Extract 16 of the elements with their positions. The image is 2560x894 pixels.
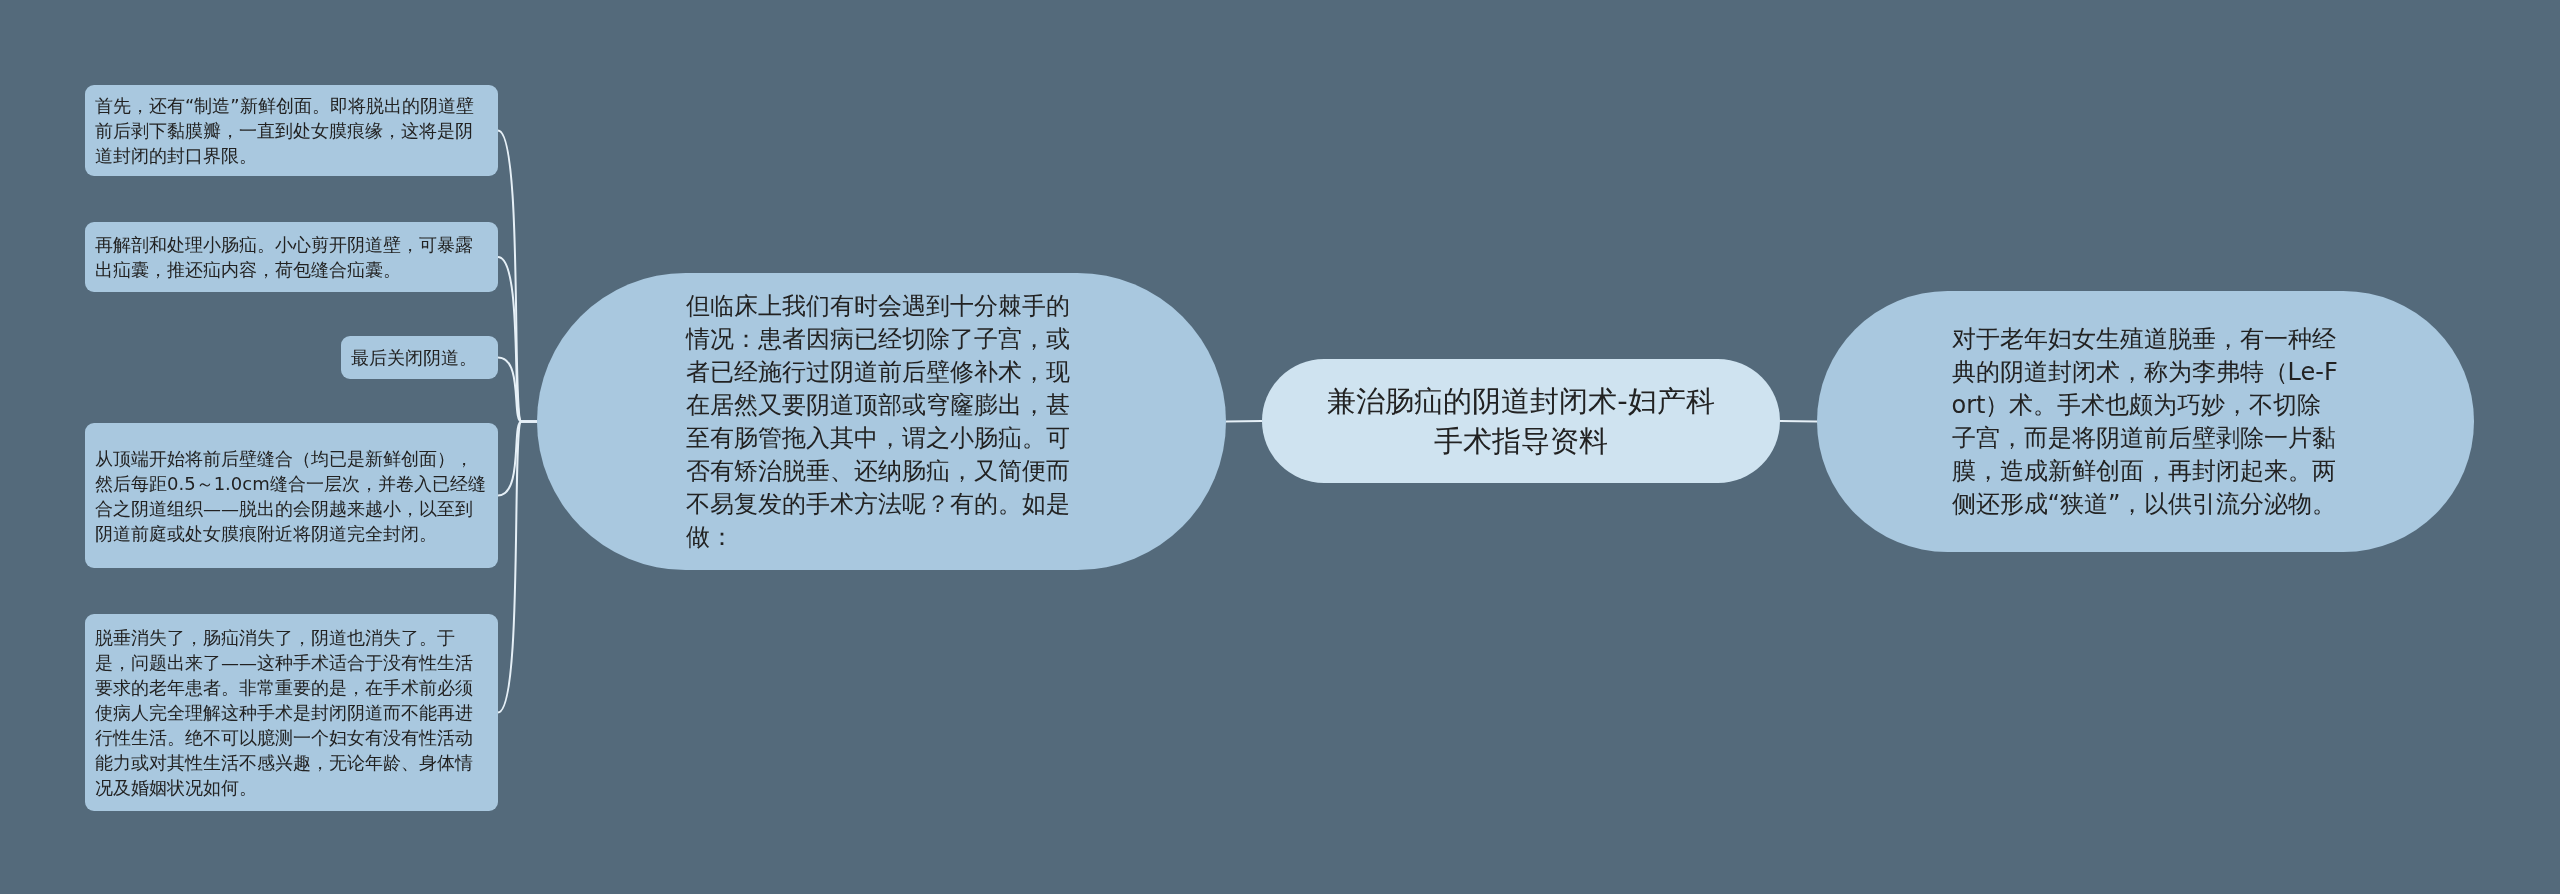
- node-text: 但临床上我们有时会遇到十分棘手的情况：患者因病已经切除了子宫，或者已经施行过阴道前后壁修补术，现在居然又要阴道顶部或穹窿膨出，甚至有肠管拖入其中，谓之小肠疝。可否有矫治脱垂、还纳肠疝，又简便而不易复发的手术方法呢？有的。如是做：: [685, 290, 1071, 553]
- node-text: 脱垂消失了，肠疝消失了，阴道也消失了。于是，问题出来了——这种手术适合于没有性生活要求的老年患者。非常重要的是，在手术前必须使病人完全理解这种手术是封闭阴道而不能再进行性生活。绝不可以臆测一个妇女有没有性活动能力或对其性生活不感兴趣，无论年龄、身体情况及婚姻状况如何。: [95, 626, 474, 800]
- node-text: 兼治肠疝的阴道封闭术-妇产科手术指导资料: [1326, 383, 1716, 460]
- connector-line: [497, 420, 538, 714]
- leaf-node: [85, 222, 498, 292]
- connector-line: [1225, 420, 1263, 423]
- node-text: 最后关闭阴道。: [351, 346, 478, 370]
- node-text: 首先，还有“制造”新鲜创面。即将脱出的阴道壁前后剥下黏膜瓣，一直到处女膜痕缘，这将是阴道封闭的封口界限。: [95, 94, 475, 168]
- leaf-node: [85, 85, 498, 176]
- leaf-node: [341, 336, 498, 379]
- node-text: 对于老年妇女生殖道脱垂，有一种经典的阴道封闭术，称为李弗特（Le-Fort）术。手术也颇为巧妙，不切除子宫，而是将阴道前后壁剥除一片黏膜，造成新鲜创面，再封闭起来。两侧还形成“狭道”，以供引流分泌物。: [1951, 323, 2339, 520]
- leaf-node: [85, 614, 498, 811]
- node-text: 再解剖和处理小肠疝。小心剪开阴道壁，可暴露出疝囊，推还疝内容，荷包缝合疝囊。: [95, 233, 474, 282]
- node-text: 从顶端开始将前后壁缝合（均已是新鲜创面），然后每距0.5～1.0cm缝合一层次，并卷入已经缝合之阴道组织——脱出的会阴越来越小，以至到阴道前庭或处女膜痕附近将阴道完全封闭。: [95, 446, 487, 546]
- leaf-node: [85, 423, 498, 568]
- connector-line: [1779, 420, 1818, 423]
